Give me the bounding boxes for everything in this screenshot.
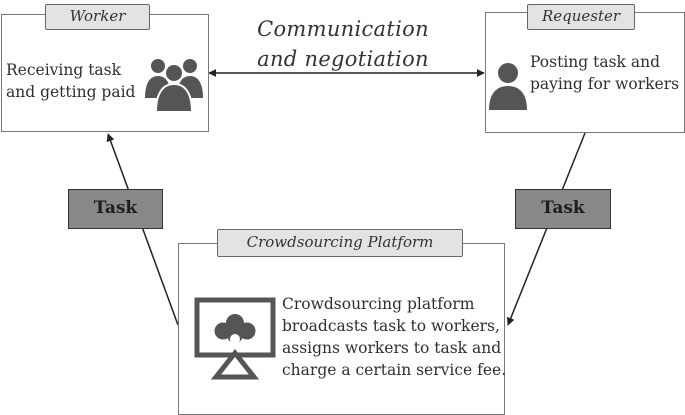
communication-caption: Communication and negotiation [238,14,448,74]
requester-description: Posting task and paying for workers [530,51,679,95]
platform-text-line-1: Crowdsourcing platform [282,295,475,313]
platform-description: Crowdsourcing platform broadcasts task t… [282,293,506,381]
left-task-label: Task [68,189,163,229]
requester-text-line-2: paying for workers [530,75,680,93]
right-task-label: Task [515,189,611,229]
worker-text-line-2: and getting paid [6,83,136,101]
worker-description: Receiving task and getting paid [6,59,135,103]
worker-tag: Worker [45,4,150,30]
crowdsourcing-screen-icon [194,297,276,380]
platform-text-line-4: charge a certain service fee. [282,361,507,379]
requester-to-platform-arrow [506,132,586,326]
person-icon [489,63,527,110]
platform-text-line-2: broadcasts task to workers, [282,317,500,335]
group-of-people-icon [145,59,203,113]
platform-text-line-3: assigns workers to task and [282,339,502,357]
communication-caption-line-1: Communication [257,17,429,41]
worker-text-line-1: Receiving task [6,61,122,79]
requester-panel [485,12,685,133]
platform-to-worker-arrow [106,133,179,326]
platform-tag: Crowdsourcing Platform [217,229,463,257]
communication-caption-line-2: and negotiation [257,47,429,71]
requester-tag: Requester [527,4,635,30]
requester-text-line-1: Posting task and [530,53,660,71]
